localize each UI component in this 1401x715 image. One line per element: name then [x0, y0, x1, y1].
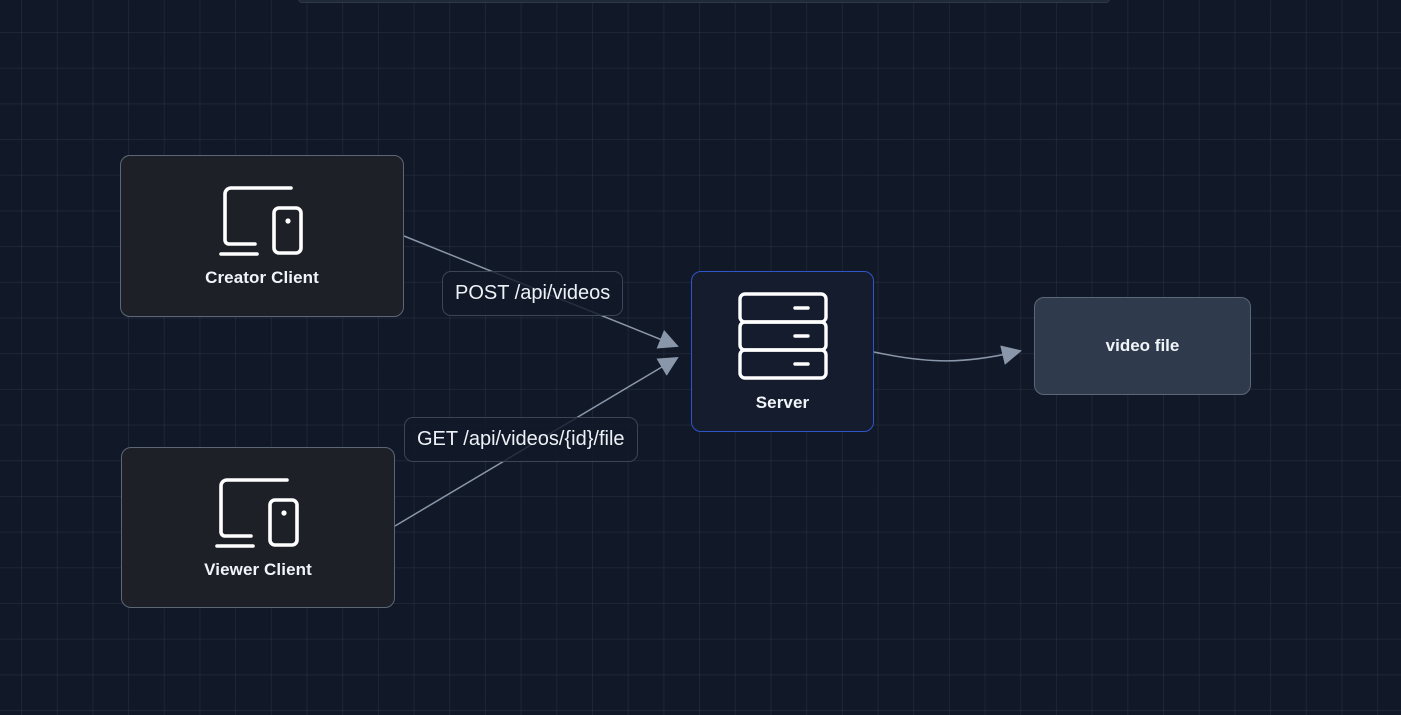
node-label: video file — [1105, 336, 1180, 355]
edge-label-get-video-file[interactable]: GET /api/videos/{id}/file — [404, 417, 638, 462]
edge-label-text: GET /api/videos/{id}/file — [417, 428, 625, 450]
node-label: Creator Client — [205, 268, 319, 287]
node-video-file[interactable]: video file — [1034, 297, 1251, 395]
edge-server-to-video[interactable] — [873, 345, 1022, 365]
node-label: Server — [755, 392, 810, 412]
edge-label-post-videos[interactable]: POST /api/videos — [442, 271, 624, 316]
devices-icon — [215, 477, 299, 548]
devices-icon — [219, 186, 303, 256]
node-server[interactable]: Server — [691, 271, 874, 432]
edge-label-text: POST /api/videos — [455, 282, 611, 304]
server-icon — [737, 291, 828, 380]
node-label: Viewer Client — [204, 559, 312, 579]
node-viewer-client[interactable]: Viewer Client — [121, 447, 395, 608]
node-creator-client[interactable]: Creator Client — [120, 155, 404, 317]
